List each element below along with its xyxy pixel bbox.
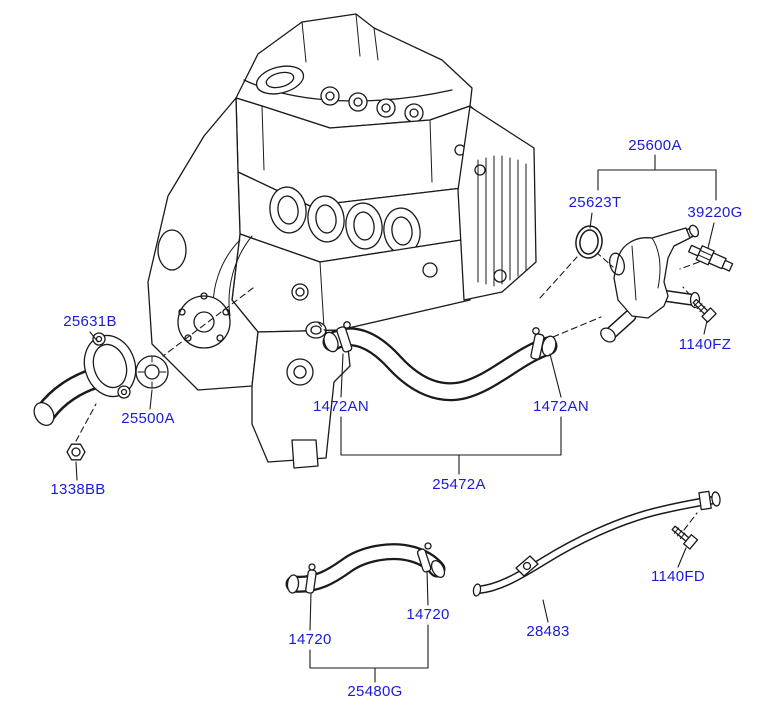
water-outlet-fitting — [33, 332, 137, 426]
o-ring — [575, 225, 603, 259]
hose-clamp-upper-left — [336, 321, 353, 353]
part-label-1140FD[interactable]: 1140FD — [650, 568, 706, 585]
leader-lines — [75, 154, 717, 683]
part-label-25600A[interactable]: 25600A — [628, 137, 682, 154]
part-label-25500A[interactable]: 25500A — [121, 410, 175, 427]
temperature-sensor — [688, 244, 734, 272]
part-label-1140FZ[interactable]: 1140FZ — [678, 336, 732, 353]
part-label-14720-left[interactable]: 14720 — [288, 631, 332, 648]
bolt-1140fd — [671, 525, 699, 550]
hose-clamp-lower-right — [416, 542, 432, 573]
nut — [66, 443, 86, 461]
part-label-25623T[interactable]: 25623T — [568, 194, 622, 211]
coolant-hose-upper — [322, 327, 558, 402]
part-label-25480G[interactable]: 25480G — [347, 683, 403, 700]
part-label-25631B[interactable]: 25631B — [63, 313, 117, 330]
part-label-39220G[interactable]: 39220G — [687, 204, 743, 221]
hose-clamp-lower-left — [305, 563, 317, 594]
part-label-1472AN-right[interactable]: 1472AN — [532, 398, 590, 415]
part-label-25472A[interactable]: 25472A — [432, 476, 486, 493]
thermostat — [135, 355, 169, 389]
engine-assembly-drawing — [147, 13, 537, 469]
dashed-assembly-lines — [75, 251, 700, 531]
hose-clamp-upper-right — [530, 327, 545, 360]
part-label-1338BB[interactable]: 1338BB — [50, 481, 106, 498]
part-label-28483[interactable]: 28483 — [526, 623, 570, 640]
part-label-14720-right[interactable]: 14720 — [406, 606, 450, 623]
coolant-steel-pipe — [472, 490, 721, 597]
bolt-1140fz — [692, 298, 717, 323]
part-label-1472AN-left[interactable]: 1472AN — [312, 398, 370, 415]
coolant-inlet-housing — [600, 224, 701, 343]
